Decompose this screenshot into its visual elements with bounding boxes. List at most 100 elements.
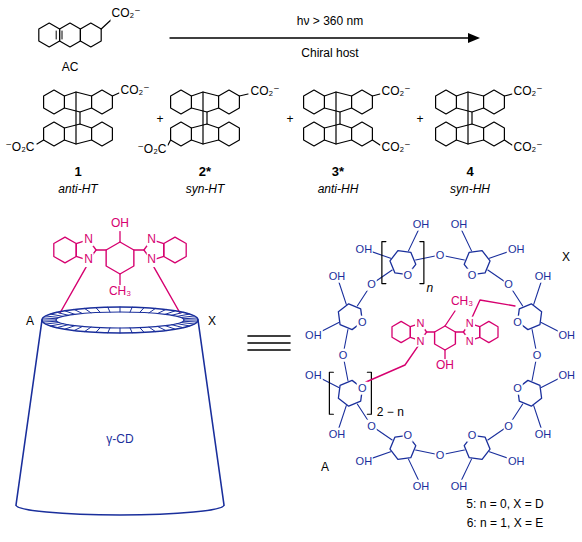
atom-label: OH [110,217,130,231]
rim-hatch [177,314,189,316]
bond-line [64,108,91,112]
ring [80,23,101,47]
ring [484,122,505,146]
atom-label: OH [450,218,469,231]
atom-label: OH [355,455,374,468]
benzene-ring [480,321,498,342]
bond-line [96,249,106,250]
rim-hatch [172,312,183,315]
carboxylate-label: CO₂⁻ [513,85,544,99]
linker-line [472,300,515,318]
ring [352,90,373,114]
rim-hatch [96,308,100,313]
carboxylate-label: CO₂⁻ [381,141,412,155]
isomer-label: syn-HH [449,183,491,197]
rim-hatch [183,317,197,319]
ring [60,23,81,47]
compound-key: 5: n = 0, X = D [465,498,544,512]
rim-hatch [165,311,175,315]
ring [304,122,325,146]
atom-label: OH [355,243,374,256]
rim-hatch [177,324,189,326]
atom-label: O [467,429,478,442]
cd-rim [42,307,198,333]
unit-label: A [25,315,35,329]
rim-hatch [165,326,175,330]
atom-label: OH [534,427,553,440]
bond-line [37,140,44,144]
atom-label: OH [507,455,526,468]
atom-label: OH [534,270,553,283]
linker-line [366,346,418,382]
atom-label: O [403,429,414,442]
bond-line [168,140,171,145]
bond-line [75,92,76,144]
ring [44,122,65,146]
bond-line [191,108,218,112]
bond-line [427,331,435,332]
atom-label: O [338,349,349,362]
atom-label: OH [450,479,469,492]
cd-base [16,505,224,515]
bond-line [456,124,483,128]
carboxylate-label: CO₂⁻ [250,85,281,99]
atom-label: N [83,233,94,247]
rim-hatch [108,307,110,312]
bond-line [119,274,120,285]
atom-label: N [415,334,425,347]
ring [39,23,60,47]
rim-hatch [51,324,63,326]
carboxylate-label: CO₂⁻ [120,84,151,98]
bond-line [64,124,91,128]
equivalence-sign [248,335,290,337]
bond-line [339,112,340,124]
rim-hatch [46,316,59,318]
atom-label: O [503,419,514,432]
atom-label: N [465,334,475,347]
ring [171,90,192,114]
equivalence-sign [248,349,290,351]
bond-line [206,112,207,124]
bond-line [372,94,380,96]
bond-line [444,350,445,359]
rim-hatch [74,326,82,330]
rim-hatch [65,311,75,315]
isomer-label: anti-HH [317,183,360,197]
atom-label: O [435,449,446,462]
atom-label: O [532,349,543,362]
ring [92,90,113,114]
bond-line [324,92,351,96]
rim-hatch [85,327,91,331]
double-bond [56,31,57,39]
atom-label: OH [328,427,347,440]
isomer-label: anti-HT [57,183,98,197]
bond-line [456,140,483,144]
rim-hatch [183,321,197,323]
bond-line [324,140,351,144]
benzene-ring [164,237,186,263]
bond-line [134,249,144,250]
ring [435,326,456,350]
plus-sign: + [415,113,424,127]
unit-label: A [320,461,330,475]
carboxylate-label: CO₂⁻ [381,85,412,99]
cd-wall [16,320,42,505]
compound-number: 2* [198,165,212,180]
bond-line [191,124,218,128]
arrow-head [468,33,480,43]
ring [436,90,457,114]
condition-label: Chiral host [300,47,359,61]
atom-label: O [503,278,514,291]
benzene-ring [392,321,410,342]
ring [484,90,505,114]
bond-line [202,92,203,144]
ring [219,122,240,146]
cd-wall [198,320,224,505]
bond-line [456,108,483,112]
bond-line [445,311,455,326]
unit-label: X [207,315,217,329]
bond-line [112,93,119,96]
atom-label: O [512,382,523,395]
